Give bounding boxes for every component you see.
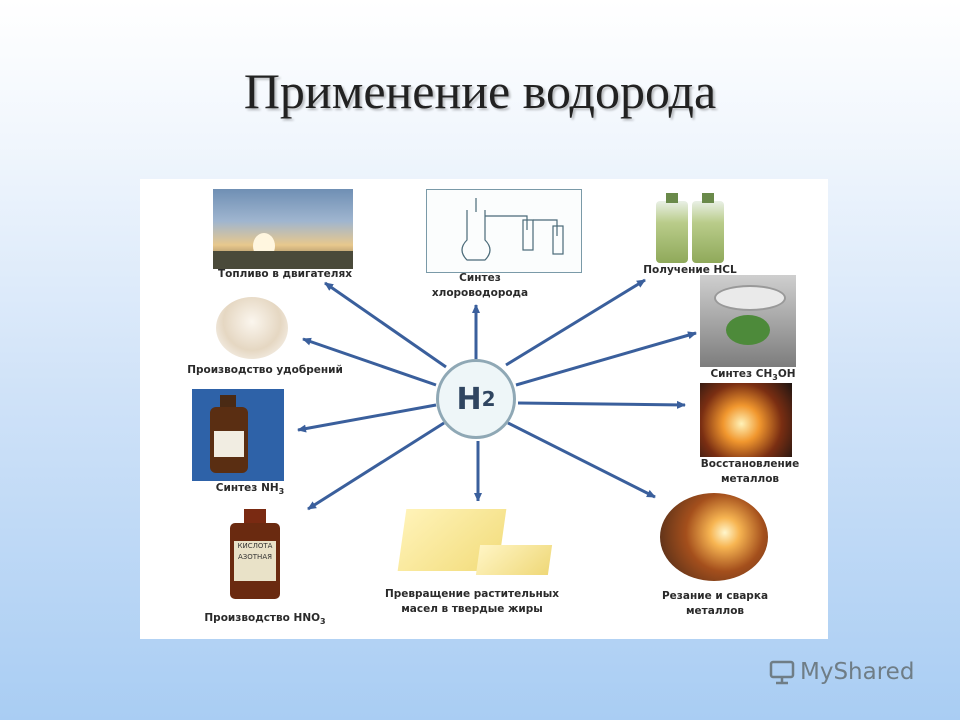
ammonia-bottle-image <box>192 389 284 481</box>
slide-title: Применение водорода <box>0 62 960 120</box>
hub-subscript: 2 <box>482 387 496 411</box>
butter-image <box>396 501 556 585</box>
mysharepoint-watermark: MyShared <box>768 658 914 686</box>
hcl-canisters-image <box>652 189 730 265</box>
label-fuel: Топливо в двигателях <box>200 267 370 282</box>
presentation-board-icon <box>768 658 796 686</box>
arrow-to-welding <box>508 423 655 497</box>
fertilizer-powder-image <box>216 297 288 359</box>
arrow-to-metals <box>518 403 685 405</box>
reactor-vessel-image <box>700 275 796 367</box>
bottle-label-line1: КИСЛОТА <box>234 541 276 552</box>
label-fertilizer: Производство удобрений <box>160 363 370 378</box>
molten-metal-image <box>700 383 792 457</box>
welding-sparks-image <box>660 493 768 581</box>
nitric-acid-bottle-image: КИСЛОТА АЗОТНАЯ <box>226 509 286 601</box>
arrow-to-hno3 <box>308 423 444 509</box>
apparatus-diagram-image <box>426 189 582 273</box>
label-nh3: Синтез NH3 <box>180 481 320 499</box>
hub-symbol: H <box>456 382 481 417</box>
label-hno3: Производство HNO3 <box>180 611 350 629</box>
watermark-text: MyShared <box>800 659 914 685</box>
rocket-launch-image <box>213 189 353 269</box>
arrow-to-nh3 <box>298 405 436 430</box>
bottle-label-line2: АЗОТНАЯ <box>234 552 276 563</box>
